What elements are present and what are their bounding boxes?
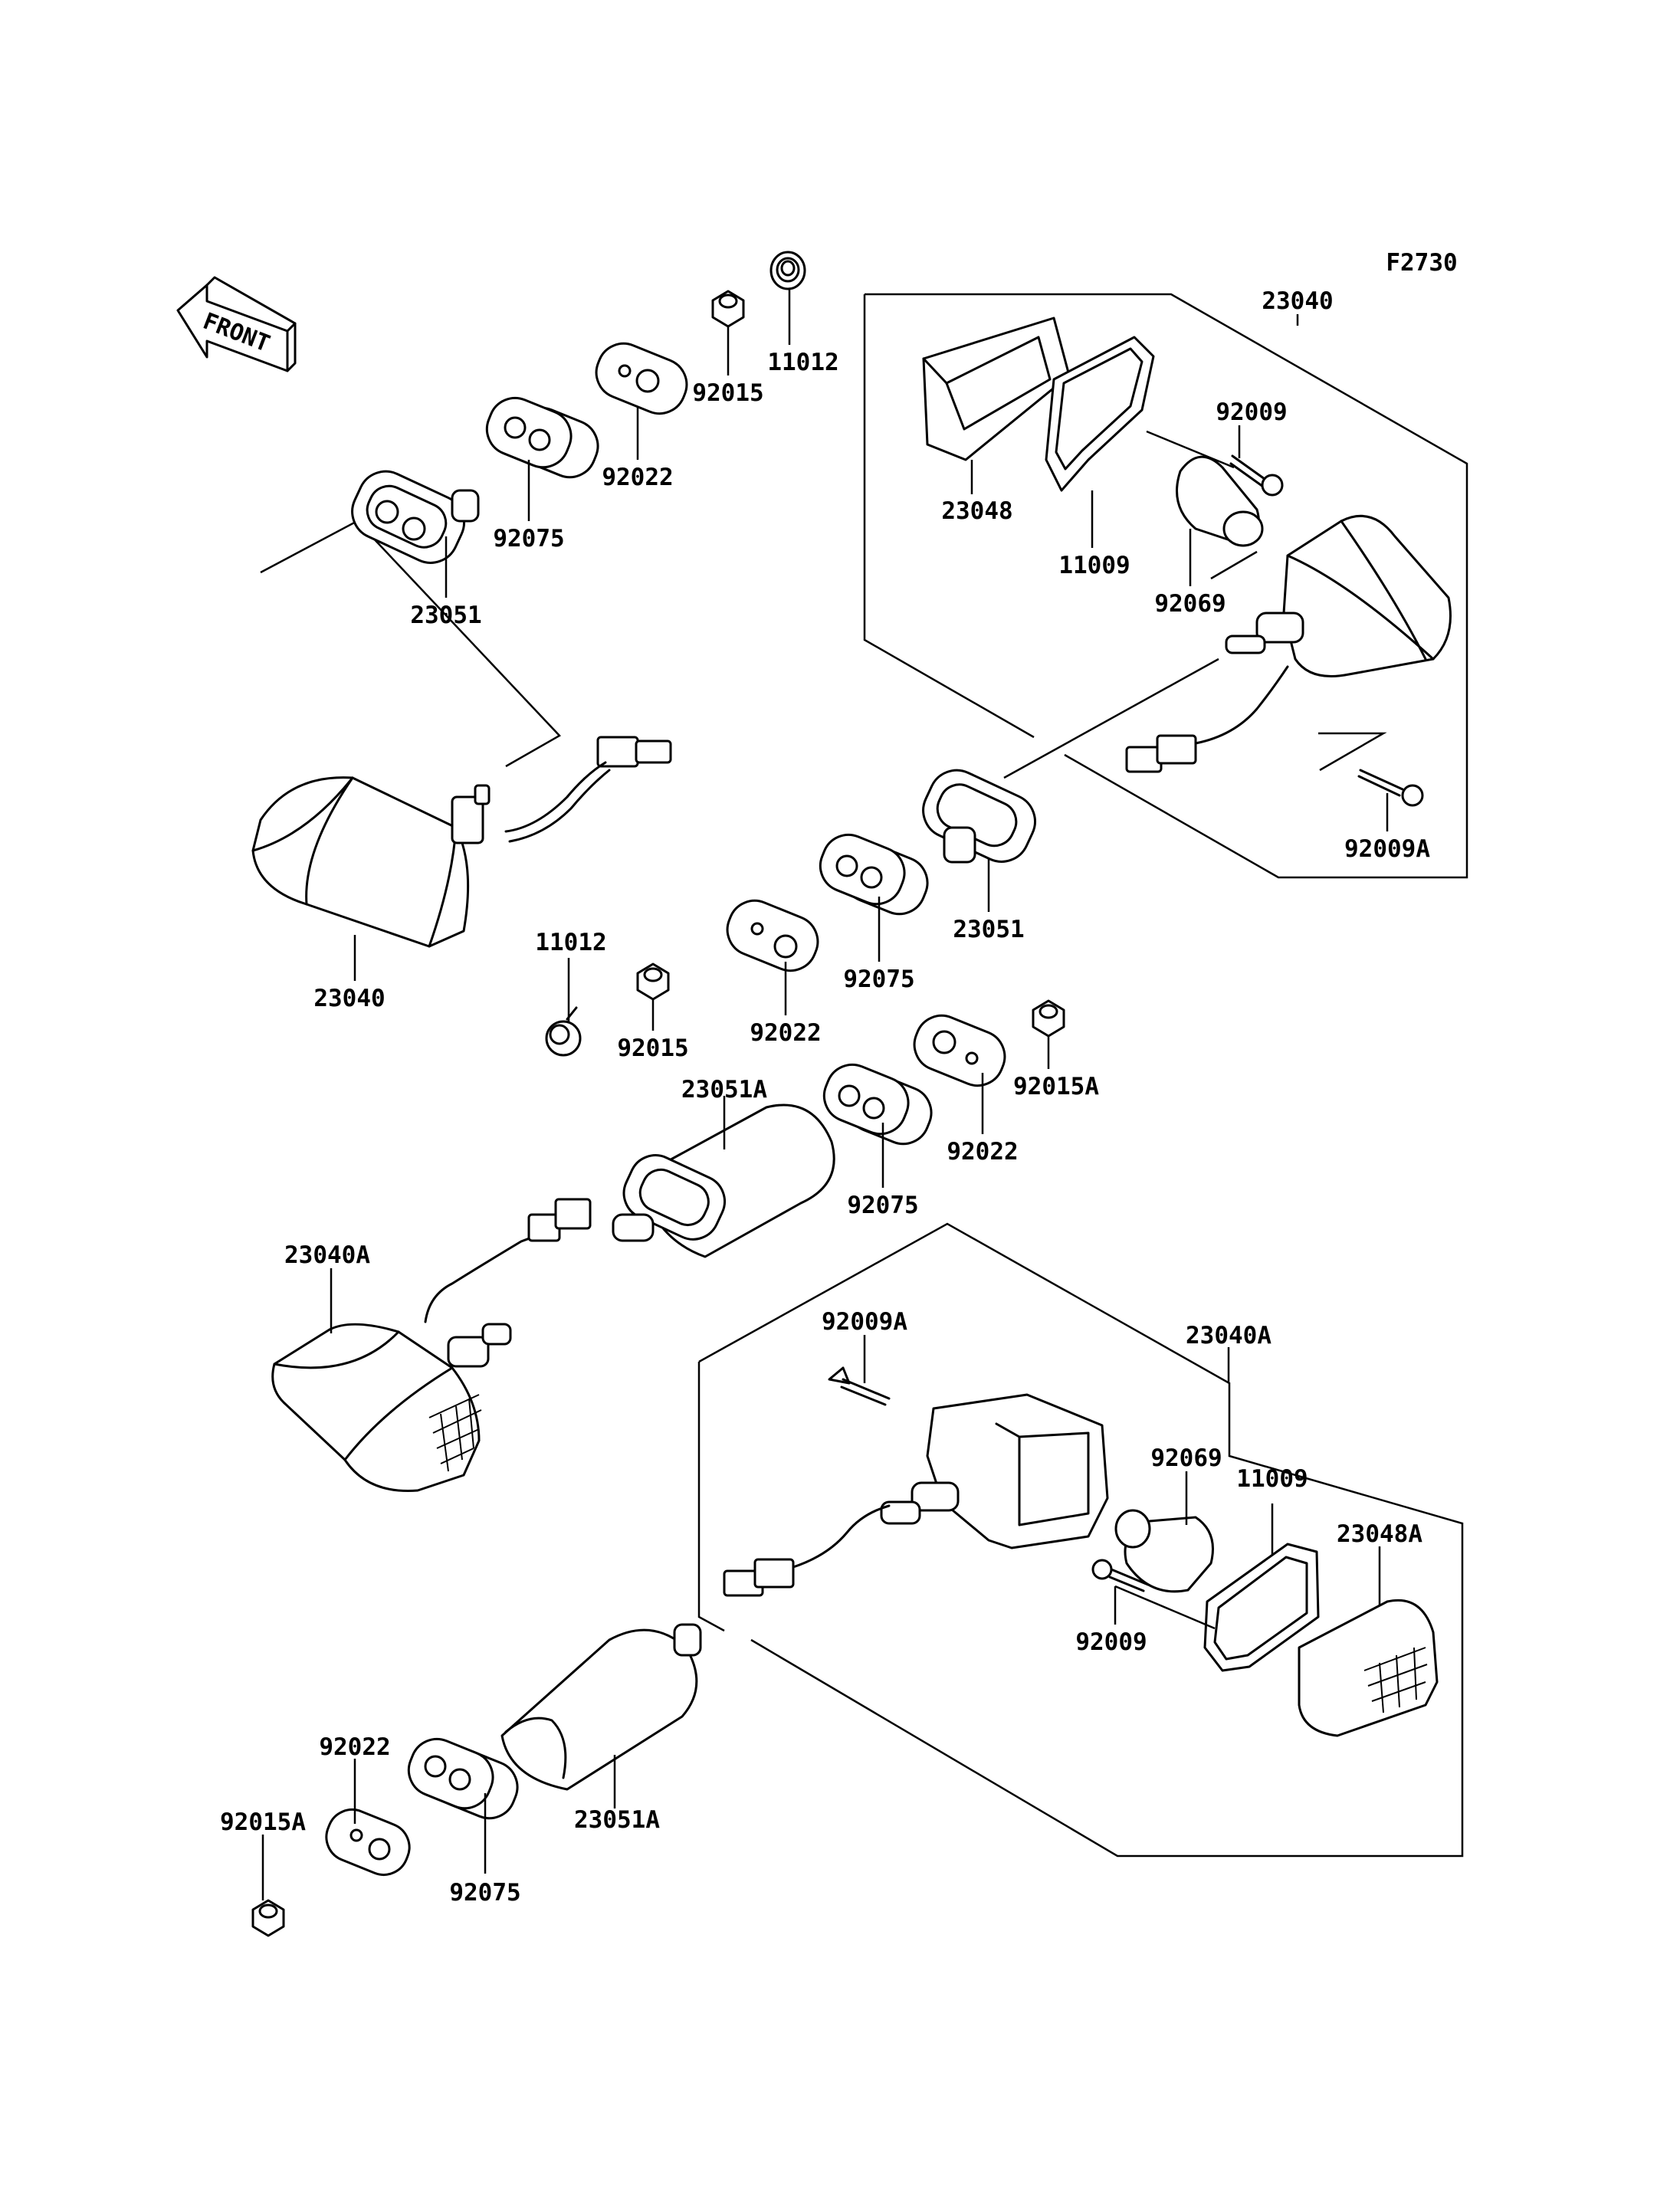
callout-label: 92075 bbox=[847, 1192, 918, 1219]
part-92075-grommet-mid bbox=[819, 833, 929, 916]
part-92069-bulb-upper bbox=[1176, 455, 1264, 547]
front-direction-arrow-icon: FRONT bbox=[176, 276, 297, 372]
callout-label: 92069 bbox=[1150, 1444, 1222, 1472]
amber-lens-grid-left bbox=[428, 1394, 482, 1472]
part-92069-bulb-lower bbox=[1114, 1509, 1214, 1593]
callout-label: 92009A bbox=[1344, 835, 1430, 863]
callout-label: 92075 bbox=[843, 966, 914, 993]
part-92022-plate-top bbox=[595, 342, 688, 415]
callout-label: 92022 bbox=[602, 464, 673, 491]
part-23040-turn-signal-left bbox=[251, 736, 672, 948]
part-92022-plate-right-mid bbox=[913, 1014, 1006, 1087]
callout-label: 92069 bbox=[1154, 590, 1226, 618]
callout-label: 23051 bbox=[953, 916, 1024, 943]
callout-label: 23040 bbox=[313, 985, 385, 1012]
callout-label: 92009 bbox=[1075, 1628, 1147, 1656]
callout-label: 23051A bbox=[681, 1076, 767, 1103]
part-23048-lens-upper bbox=[922, 316, 1071, 461]
part-11009-gasket-upper bbox=[1045, 336, 1155, 492]
callout-labels: 23040 92009 23048 11009 92069 92009A 110… bbox=[220, 287, 1430, 1907]
callout-label: 23040A bbox=[1186, 1322, 1271, 1349]
part-92009A-screw-upper bbox=[1357, 769, 1424, 807]
part-11012-grommet-mid bbox=[545, 1006, 582, 1057]
callout-label: 92015 bbox=[617, 1035, 688, 1062]
callout-label: 92015A bbox=[1013, 1073, 1099, 1100]
part-92015A-nut-lower bbox=[251, 1899, 285, 1937]
part-23051A-bracket-mid bbox=[612, 1103, 835, 1258]
part-23040A-turn-signal-right bbox=[723, 1393, 1109, 1597]
part-92015-nut-mid bbox=[636, 962, 670, 1001]
part-23040-turn-signal-right bbox=[1125, 514, 1452, 773]
part-92022-plate-lower bbox=[325, 1808, 411, 1876]
lower-right-assembly-frame bbox=[697, 1222, 1464, 1858]
part-23051A-bracket-lower bbox=[500, 1623, 702, 1791]
callout-label: 92009 bbox=[1216, 398, 1287, 426]
callout-label: 92022 bbox=[947, 1138, 1018, 1166]
callout-label: 11012 bbox=[767, 349, 838, 376]
part-23040A-turn-signal-left bbox=[271, 1198, 592, 1492]
part-92009A-screw-lower bbox=[828, 1366, 891, 1406]
callout-label: 23051 bbox=[410, 602, 481, 629]
upper-right-assembly-frame bbox=[863, 293, 1468, 879]
part-23051-bracket-mid bbox=[922, 769, 1036, 864]
part-92015-nut-top bbox=[711, 290, 745, 328]
callout-label: 92009A bbox=[822, 1308, 907, 1336]
callout-label: 11009 bbox=[1236, 1465, 1308, 1493]
leader-lines bbox=[261, 290, 1389, 1900]
part-92015A-nut-mid bbox=[1032, 999, 1065, 1038]
callout-label: 11009 bbox=[1058, 552, 1130, 579]
callout-label: 23040 bbox=[1262, 287, 1333, 315]
amber-lens-grid-right bbox=[1363, 1647, 1428, 1713]
callout-label: 23048 bbox=[941, 497, 1012, 525]
part-23048A-amber-lens bbox=[1298, 1599, 1439, 1737]
part-92075-grommet-right-mid bbox=[822, 1063, 933, 1146]
part-11012-grommet-top bbox=[769, 251, 806, 290]
part-23051-bracket-top bbox=[351, 470, 480, 564]
callout-label: 92022 bbox=[750, 1019, 821, 1047]
callout-label: 92015 bbox=[692, 379, 763, 407]
callout-label: 23040A bbox=[284, 1241, 370, 1269]
part-92009-screw-lower bbox=[1091, 1559, 1150, 1592]
callout-label: 23051A bbox=[574, 1806, 660, 1834]
callout-label: 92075 bbox=[493, 525, 564, 553]
part-92009-screw-upper bbox=[1229, 454, 1284, 497]
callout-label: 92075 bbox=[449, 1879, 520, 1907]
figure-code: F2730 bbox=[1386, 249, 1457, 277]
part-92075-grommet-lower bbox=[407, 1737, 519, 1820]
callout-label: 11012 bbox=[535, 929, 606, 956]
part-11009-gasket-lower bbox=[1203, 1543, 1320, 1672]
part-92075-grommet-top bbox=[485, 396, 599, 479]
part-92022-plate-mid bbox=[726, 899, 819, 972]
assembly-lines bbox=[260, 520, 1258, 779]
callout-label: 92022 bbox=[319, 1733, 390, 1761]
callout-label: 92015A bbox=[220, 1808, 306, 1836]
callout-label: 23048A bbox=[1337, 1520, 1422, 1548]
